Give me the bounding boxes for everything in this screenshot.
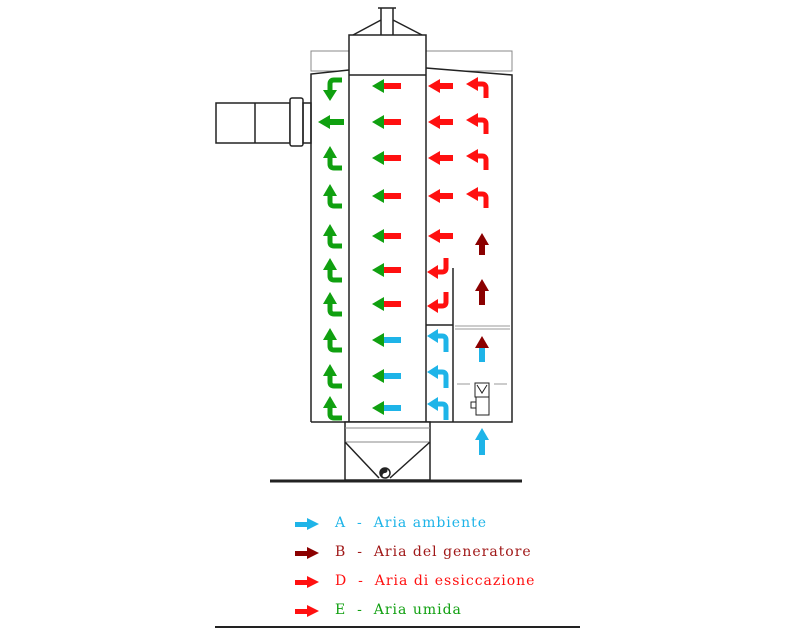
column-arrow-left-icon [372, 297, 401, 311]
humid-elbow-up-icon [323, 224, 342, 249]
legend-label-a: A - Aria ambiente [335, 515, 487, 531]
humid-elbow-up-icon [323, 146, 342, 171]
ambient-intake-arrow-up-icon [475, 428, 489, 455]
ambient-elbow-icon [427, 329, 449, 352]
generator-arrow-up-icon [475, 279, 489, 305]
dryer-structure [215, 7, 580, 628]
burner-fan [457, 382, 507, 416]
legend-arrow-e-icon [295, 605, 319, 617]
humid-elbow-up-icon [323, 184, 342, 209]
legend-label-b: B - Aria del generatore [335, 544, 532, 560]
column-arrow-left-icon [372, 189, 401, 203]
drying-arrow-left-icon [428, 79, 453, 93]
legend-arrows [295, 518, 319, 617]
legend-label-e: E - Aria umida [335, 602, 462, 618]
drying-elbow-icon [427, 258, 449, 279]
drying-elbow-icon [427, 292, 449, 313]
column-arrow-left-icon [372, 151, 401, 165]
ambient-elbow-icon [427, 365, 449, 388]
chimney [352, 7, 423, 36]
column-arrow-left-icon [372, 401, 401, 415]
exhaust-duct [215, 102, 291, 144]
intake-arrow-up-icon [475, 336, 489, 362]
generator-arrow-up-icon [475, 233, 489, 255]
legend-arrow-a-icon [295, 518, 319, 530]
generator-divider [426, 268, 454, 422]
drying-arrow-left-icon [428, 151, 453, 165]
column-arrow-left-icon [372, 229, 401, 243]
column-arrow-left-icon [372, 333, 401, 347]
legend-arrow-b-icon [295, 547, 319, 559]
damper [455, 325, 510, 330]
drying-arrow-left-icon [428, 115, 453, 129]
drying-arrow-left-icon [428, 189, 453, 203]
column-arrow-left-icon [372, 79, 401, 93]
column-arrow-left-icon [372, 263, 401, 277]
humid-elbow-up-icon [323, 396, 342, 421]
column-arrow-left-icon [372, 369, 401, 383]
legend-arrow-d-icon [295, 576, 319, 588]
legend-label-d: D - Aria di essiccazione [335, 573, 536, 589]
humid-elbow-up-icon [323, 328, 342, 353]
humid-elbow-up-icon [323, 292, 342, 317]
central-column [348, 34, 427, 423]
drying-arrow-left-icon [428, 229, 453, 243]
humid-elbow-up-icon [323, 258, 342, 283]
drying-elbow-icon [466, 149, 489, 170]
drying-elbow-icon [466, 113, 489, 134]
duct-flange [289, 97, 304, 147]
airflow-arrows [318, 77, 489, 455]
humid-elbow-down-icon [323, 77, 342, 101]
humid-arrow-left-icon [318, 115, 344, 129]
drying-elbow-icon [466, 77, 489, 98]
drying-elbow-icon [466, 187, 489, 208]
column-arrow-left-icon [372, 115, 401, 129]
ambient-elbow-icon [427, 397, 449, 420]
humid-elbow-up-icon [323, 364, 342, 389]
